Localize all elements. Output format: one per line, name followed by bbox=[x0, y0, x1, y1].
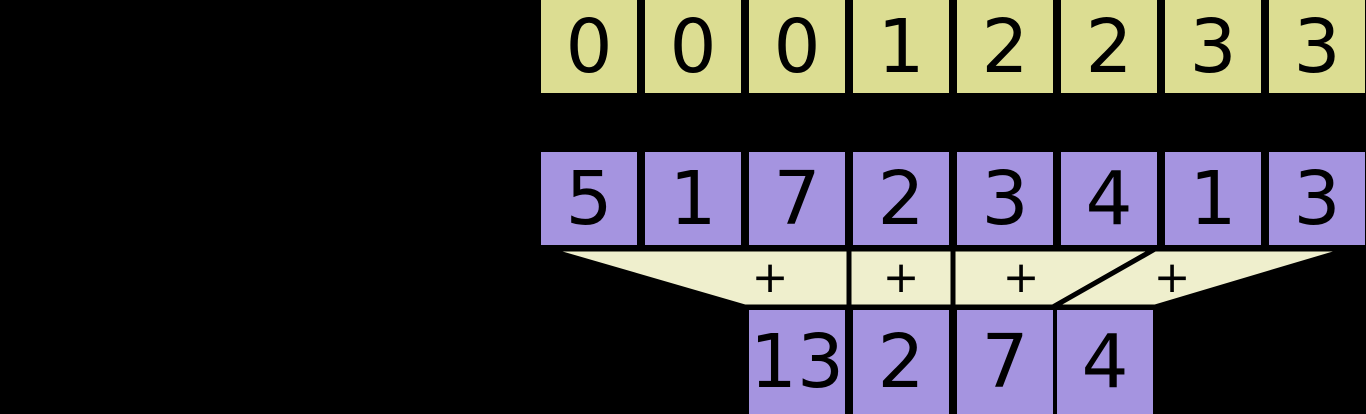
value-cell: 3 bbox=[953, 148, 1057, 249]
index-cell: 2 bbox=[1057, 0, 1161, 97]
result-cell: 7 bbox=[953, 306, 1057, 414]
funnel-segment-3 bbox=[1043, 246, 1351, 310]
operator-plus: + bbox=[882, 252, 920, 303]
index-cell: 0 bbox=[537, 0, 641, 97]
operator-plus: + bbox=[1002, 252, 1040, 303]
value-cell: 4 bbox=[1057, 148, 1161, 249]
index-cell: 1 bbox=[849, 0, 953, 97]
value-cell: 1 bbox=[641, 148, 745, 249]
value-cell: 7 bbox=[745, 148, 849, 249]
funnel-segment-0 bbox=[544, 246, 852, 310]
result-cell: 4 bbox=[1053, 306, 1157, 414]
value-cell: 5 bbox=[537, 148, 641, 249]
index-cell: 3 bbox=[1161, 0, 1265, 97]
operator-plus: + bbox=[1153, 252, 1191, 303]
result-cell: 2 bbox=[849, 306, 953, 414]
value-cell: 2 bbox=[849, 148, 953, 249]
index-cell: 2 bbox=[953, 0, 1057, 97]
index-cell: 3 bbox=[1265, 0, 1366, 97]
index-cell: 0 bbox=[745, 0, 849, 97]
index-cell: 0 bbox=[641, 0, 745, 97]
operator-plus: + bbox=[751, 252, 789, 303]
value-cell: 3 bbox=[1265, 148, 1366, 249]
value-cell: 1 bbox=[1161, 148, 1265, 249]
result-cell: 13 bbox=[745, 306, 849, 414]
funnel-segment-2 bbox=[950, 246, 1165, 310]
